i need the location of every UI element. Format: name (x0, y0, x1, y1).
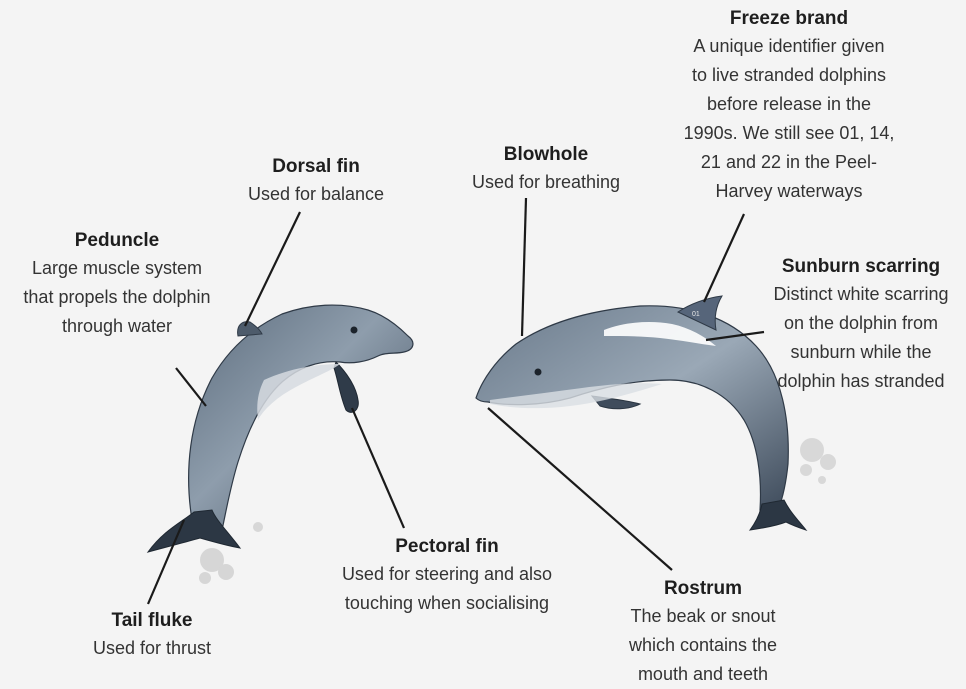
pectoral-fin-leader (352, 408, 404, 528)
tail-fluke-title: Tail fluke (74, 608, 230, 634)
left-eye (351, 327, 358, 334)
peduncle-label: Peduncle Large muscle system that propel… (6, 228, 228, 341)
left-dorsal-fin (238, 322, 262, 336)
left-dolphin (148, 305, 413, 552)
water-splash-right (800, 438, 836, 484)
dorsal-fin-desc: Used for balance (226, 180, 406, 209)
peduncle-title: Peduncle (6, 228, 228, 254)
pectoral-fin-label: Pectoral fin Used for steering and also … (318, 534, 576, 618)
freeze-brand-title: Freeze brand (664, 6, 914, 32)
dorsal-fin-label: Dorsal fin Used for balance (226, 154, 406, 209)
peduncle-leader (176, 368, 206, 406)
freeze-brand-number: 01 (692, 311, 700, 318)
pectoral-fin-title: Pectoral fin (318, 534, 576, 560)
right-dolphin-body (476, 306, 788, 510)
sunburn-scarring-title: Sunburn scarring (756, 254, 966, 280)
peduncle-desc: Large muscle system that propels the dol… (6, 254, 228, 341)
left-tail-fluke (148, 510, 240, 552)
rostrum-desc: The beak or snout which contains the mou… (610, 602, 796, 689)
right-eye (535, 369, 542, 376)
dorsal-fin-leader (245, 212, 300, 326)
pectoral-fin-desc: Used for steering and also touching when… (318, 560, 576, 618)
blowhole-desc: Used for breathing (452, 168, 640, 197)
rostrum-title: Rostrum (610, 576, 796, 602)
blowhole-leader (522, 198, 526, 336)
freeze-brand-label: Freeze brand A unique identifier given t… (664, 6, 914, 206)
sunburn-scarring-desc: Distinct white scarring on the dolphin f… (756, 280, 966, 396)
freeze-brand-desc: A unique identifier given to live strand… (664, 32, 914, 206)
blowhole-label: Blowhole Used for breathing (452, 142, 640, 197)
freeze-brand-leader (704, 214, 744, 302)
tail-fluke-desc: Used for thrust (74, 634, 230, 663)
left-pectoral-fin (334, 362, 358, 412)
blowhole-title: Blowhole (452, 142, 640, 168)
dorsal-fin-title: Dorsal fin (226, 154, 406, 180)
rostrum-label: Rostrum The beak or snout which contains… (610, 576, 796, 689)
right-tail-fluke (750, 500, 806, 530)
sunburn-scarring-label: Sunburn scarring Distinct white scarring… (756, 254, 966, 396)
tail-fluke-label: Tail fluke Used for thrust (74, 608, 230, 663)
